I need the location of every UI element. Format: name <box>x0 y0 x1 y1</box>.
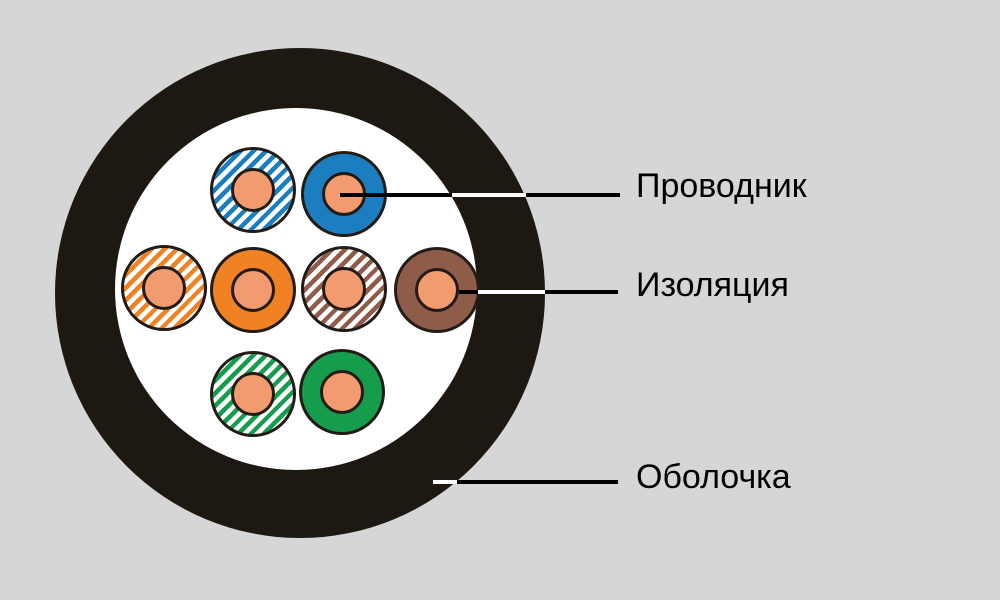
label-jacket: Оболочка <box>636 458 791 496</box>
leader-segment <box>457 480 618 484</box>
conductor-white-orange <box>142 266 186 310</box>
conductor-orange <box>231 268 275 312</box>
conductor-white-blue <box>231 168 275 212</box>
conductor-white-green <box>231 372 275 416</box>
leader-segment <box>545 290 618 294</box>
leader-segment <box>478 290 545 294</box>
leader-segment <box>452 193 526 197</box>
leader-segment <box>340 193 452 197</box>
label-insulation: Изоляция <box>636 266 789 304</box>
conductor-white-brown <box>322 267 366 311</box>
leader-segment <box>433 480 457 484</box>
leader-segment <box>459 290 478 294</box>
conductor-brown <box>415 268 459 312</box>
wire-green <box>299 349 385 435</box>
wire-white-blue <box>210 147 296 233</box>
wire-orange <box>210 247 296 333</box>
conductor-green <box>320 370 364 414</box>
wire-white-green <box>210 351 296 437</box>
leader-segment <box>526 193 620 197</box>
wire-white-brown <box>301 246 387 332</box>
label-conductor: Проводник <box>636 167 807 205</box>
wire-white-orange <box>121 245 207 331</box>
